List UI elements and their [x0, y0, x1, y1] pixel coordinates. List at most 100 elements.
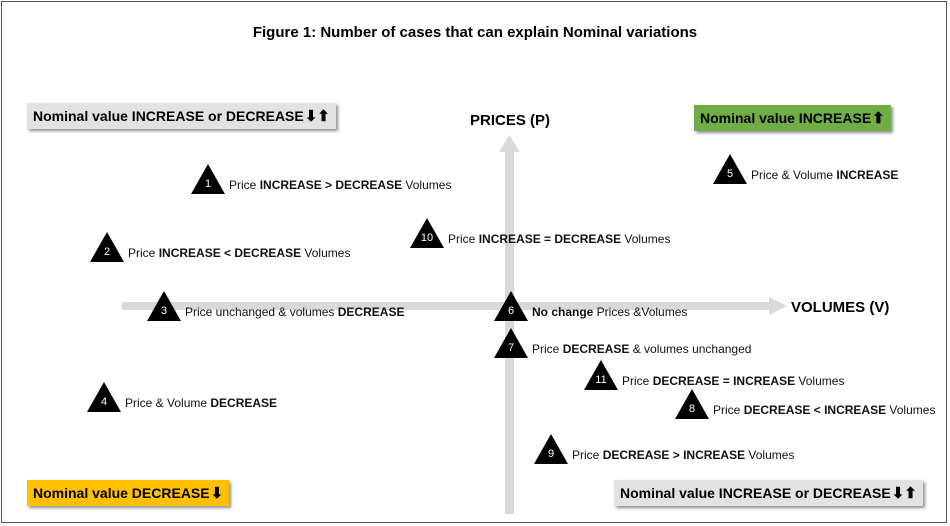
- case-text-part: INCREASE: [683, 448, 746, 462]
- case-number: 9: [547, 448, 555, 460]
- case-text-part: Price & Volume: [125, 396, 211, 410]
- case-text-part: Price: [229, 178, 260, 192]
- case-text: Price INCREASE = DECREASE Volumes: [448, 232, 670, 246]
- triangle-icon: 8: [675, 389, 709, 419]
- case-number: 7: [507, 342, 515, 354]
- case-8: 8 Price DECREASE < INCREASE Volumes: [675, 383, 935, 419]
- case-text-part: <: [810, 403, 825, 417]
- case-text-part: >: [669, 448, 684, 462]
- y-axis-label: PRICES (P): [470, 112, 551, 129]
- case-number: 8: [688, 403, 696, 415]
- triangle-icon: 1: [191, 164, 225, 194]
- case-text-part: <: [220, 246, 235, 260]
- triangle-icon: 5: [713, 154, 747, 184]
- case-number: 5: [726, 168, 734, 180]
- case-text-part: DECREASE: [562, 342, 630, 356]
- case-text: Price unchanged & volumes DECREASE: [185, 305, 404, 319]
- case-text-part: =: [719, 374, 734, 388]
- case-text-part: INCREASE: [836, 168, 899, 182]
- case-text-part: Prices &Volumes: [593, 305, 688, 319]
- case-number: 6: [507, 305, 515, 317]
- case-text-part: Volumes: [886, 403, 936, 417]
- case-text: Price & Volume DECREASE: [125, 396, 277, 410]
- up-arrow-icon: ⬆: [872, 110, 885, 127]
- case-text-part: Price: [532, 342, 563, 356]
- case-text-part: Price: [713, 403, 744, 417]
- case-text-part: Volumes: [745, 448, 795, 462]
- case-text-part: Price: [128, 246, 159, 260]
- box-top-right-text: Nominal value INCREASE: [700, 110, 872, 126]
- triangle-icon: 10: [410, 218, 444, 248]
- case-10: 10 Price INCREASE = DECREASE Volumes: [410, 212, 670, 248]
- figure-title: Figure 1: Number of cases that can expla…: [252, 24, 698, 41]
- case-number: 3: [160, 305, 168, 317]
- case-text-part: DECREASE: [554, 232, 622, 246]
- case-text-part: =: [540, 232, 555, 246]
- case-text-part: DECREASE: [652, 374, 720, 388]
- case-text: Price DECREASE = INCREASE Volumes: [622, 374, 844, 388]
- case-text-part: Volumes: [621, 232, 671, 246]
- case-text-part: INCREASE: [733, 374, 796, 388]
- triangle-icon: 2: [90, 232, 124, 262]
- box-top-left-text: Nominal value INCREASE or DECREASE: [33, 108, 304, 124]
- up-down-arrows-icon: ⬇⬆: [891, 485, 917, 502]
- case-text: No change Prices &Volumes: [532, 305, 687, 319]
- up-down-arrows-icon: ⬇⬆: [304, 108, 330, 125]
- triangle-icon: 6: [494, 291, 528, 321]
- case-text-part: >: [321, 178, 336, 192]
- box-bottom-right-text: Nominal value INCREASE or DECREASE: [620, 485, 891, 501]
- case-text-part: Volumes: [795, 374, 845, 388]
- case-number: 4: [100, 396, 108, 408]
- case-text-part: DECREASE: [234, 246, 302, 260]
- case-text: Price DECREASE > INCREASE Volumes: [572, 448, 794, 462]
- x-axis-label: VOLUMES (V): [791, 299, 890, 316]
- case-text-part: Price: [448, 232, 479, 246]
- case-text: Price INCREASE > DECREASE Volumes: [229, 178, 451, 192]
- case-6: 6 No change Prices &Volumes: [494, 285, 687, 321]
- case-3: 3 Price unchanged & volumes DECREASE: [147, 285, 404, 321]
- box-bottom-left: Nominal value DECREASE⬇: [27, 480, 230, 506]
- case-text-part: Price: [622, 374, 653, 388]
- case-text-part: DECREASE: [602, 448, 670, 462]
- triangle-icon: 11: [584, 360, 618, 390]
- case-11: 11 Price DECREASE = INCREASE Volumes: [584, 354, 844, 390]
- case-text: Price DECREASE & volumes unchanged: [532, 342, 751, 356]
- case-text-part: DECREASE: [210, 396, 278, 410]
- triangle-icon: 7: [494, 328, 528, 358]
- case-text-part: DECREASE: [743, 403, 811, 417]
- case-text-part: Price: [572, 448, 603, 462]
- case-5: 5 Price & Volume INCREASE: [713, 148, 898, 184]
- case-9: 9 Price DECREASE > INCREASE Volumes: [534, 428, 794, 464]
- case-text: Price & Volume INCREASE: [751, 168, 898, 182]
- case-1: 1 Price INCREASE > DECREASE Volumes: [191, 158, 451, 194]
- case-text-part: & volumes unchanged: [629, 342, 752, 356]
- triangle-icon: 4: [87, 382, 121, 412]
- case-text-part: Volumes: [402, 178, 452, 192]
- case-text: Price DECREASE < INCREASE Volumes: [713, 403, 935, 417]
- case-text-part: Price & Volume: [751, 168, 837, 182]
- case-text-part: Price unchanged & volumes: [185, 305, 338, 319]
- case-text-part: Volumes: [301, 246, 351, 260]
- down-arrow-icon: ⬇: [210, 485, 224, 502]
- case-number: 2: [103, 246, 111, 258]
- case-2: 2 Price INCREASE < DECREASE Volumes: [90, 226, 350, 262]
- box-bottom-right: Nominal value INCREASE or DECREASE⬇⬆: [614, 480, 923, 506]
- case-number: 1: [204, 178, 212, 190]
- case-text-part: INCREASE: [259, 178, 322, 192]
- case-7: 7 Price DECREASE & volumes unchanged: [494, 322, 751, 358]
- triangle-icon: 3: [147, 291, 181, 321]
- case-text-part: INCREASE: [158, 246, 221, 260]
- box-top-right: Nominal value INCREASE⬆: [694, 105, 891, 131]
- case-number: 11: [595, 374, 607, 386]
- case-number: 10: [420, 232, 434, 244]
- case-text: Price INCREASE < DECREASE Volumes: [128, 246, 350, 260]
- box-top-left: Nominal value INCREASE or DECREASE⬇⬆: [27, 103, 336, 129]
- case-text-part: DECREASE: [337, 305, 405, 319]
- case-4: 4 Price & Volume DECREASE: [87, 376, 277, 412]
- case-text-part: No change: [532, 305, 594, 319]
- x-axis-arrow: [122, 297, 787, 315]
- box-bottom-left-text: Nominal value DECREASE: [33, 485, 210, 501]
- case-text-part: DECREASE: [335, 178, 403, 192]
- case-text-part: INCREASE: [478, 232, 541, 246]
